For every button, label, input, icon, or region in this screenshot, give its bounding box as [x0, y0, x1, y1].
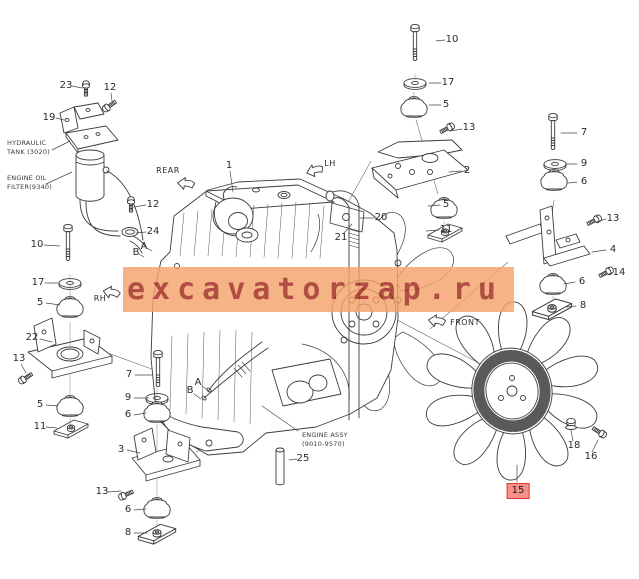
part-8-plate-mid — [137, 523, 177, 545]
rear-arrow-icon — [176, 176, 196, 192]
part-4-bracket — [505, 205, 591, 267]
part-18-nut — [565, 417, 577, 430]
part-5-mount-top-lower — [430, 197, 458, 219]
rh-arrow-icon — [101, 284, 122, 301]
part-10-bolt-left — [63, 223, 73, 261]
part-22-bracket — [27, 317, 113, 379]
engine-pipes-ab — [201, 341, 269, 401]
part-6-mount-mid-lower — [143, 497, 171, 519]
part-8-plate-right — [531, 298, 573, 321]
exhaust-pipe — [325, 190, 360, 421]
part-23-sensor — [81, 80, 91, 97]
leader-lines — [20, 39, 613, 534]
part-15-fan — [425, 301, 599, 481]
part-11-plate-top — [427, 223, 463, 243]
part-6-mount-right-upper — [540, 169, 568, 191]
part-24-clamp — [121, 227, 139, 237]
part-5-mount-top-upper — [400, 96, 428, 118]
part-13-bolt-bottom — [116, 487, 135, 502]
front-arrow-icon — [427, 313, 447, 329]
turbocharger — [212, 186, 259, 243]
mid-mount-column — [116, 349, 201, 545]
part-12-fitting-top — [100, 98, 119, 114]
part-14-bolt-right — [597, 265, 616, 280]
part-13-bolt-top — [438, 121, 457, 136]
left-mount-column — [16, 223, 113, 439]
part-5-mount-left-upper — [56, 296, 84, 318]
lh-arrow-icon — [304, 161, 326, 179]
engine-assembly — [150, 178, 402, 456]
part-3-bracket — [131, 427, 201, 482]
part-11-plate-left — [53, 419, 89, 439]
part-25-rod — [275, 447, 285, 486]
watermark-text: excavatorzap.ru — [127, 272, 503, 307]
oil-filter-assembly — [59, 80, 147, 254]
part-5-mount-left-lower — [56, 395, 84, 417]
part-9-washer-right — [543, 159, 567, 171]
part-2-bracket — [371, 139, 469, 199]
part-16-bolt — [590, 424, 609, 440]
part-19-bracket — [59, 102, 105, 134]
oil-filter — [75, 149, 110, 202]
right-mount-column — [505, 112, 616, 321]
tank-plate — [65, 125, 119, 150]
part-6-mount-right-lower — [539, 273, 567, 295]
part-13-bolt-left — [16, 370, 35, 386]
part-10-bolt-top — [410, 23, 420, 61]
watermark-band: excavatorzap.ru — [123, 267, 514, 312]
top-mount-column — [371, 23, 469, 243]
part-7-bolt-right — [548, 112, 558, 150]
